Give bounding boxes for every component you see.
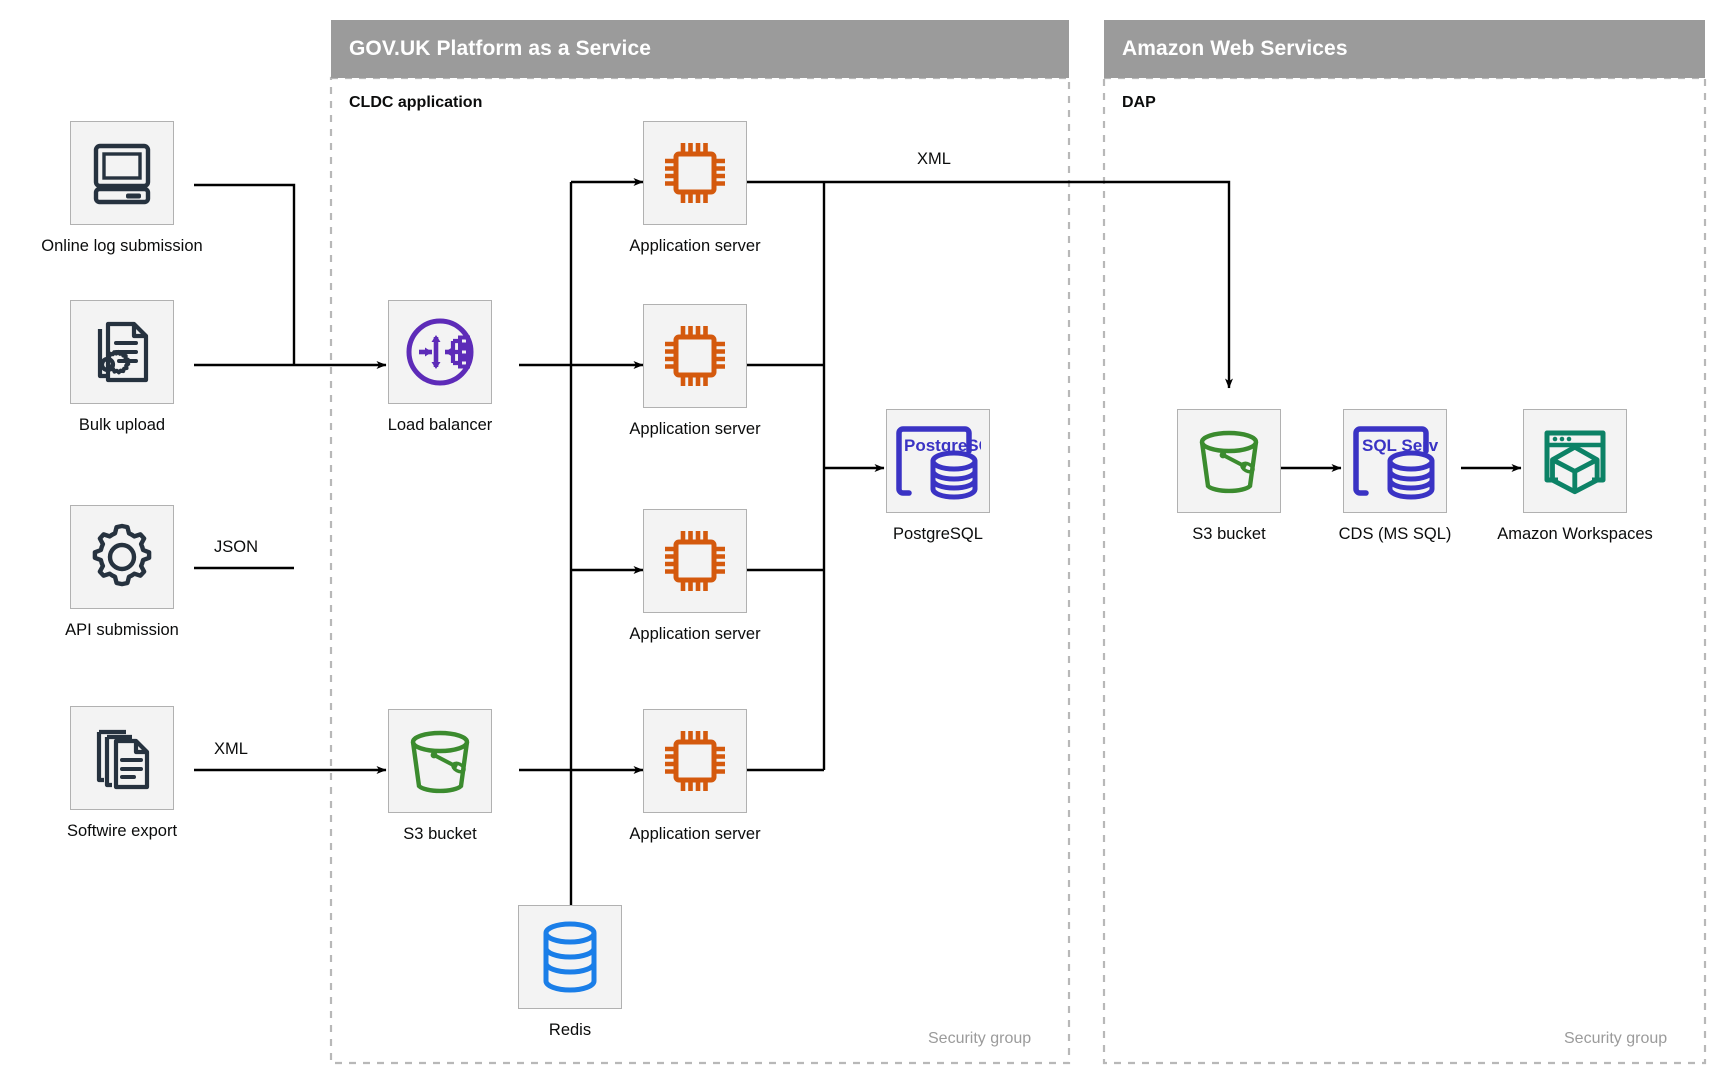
node-online-log-submission[interactable]: Online log submission	[41, 121, 203, 255]
cpu-chip-icon	[665, 143, 725, 203]
cds-ms-sql-label: CDS (MS SQL)	[1338, 525, 1452, 543]
aws-security-group-label: Security group	[1564, 1030, 1668, 1047]
app-server-4-label: Application server	[629, 825, 761, 843]
svg-text:SQL Server: SQL Server	[1362, 436, 1438, 455]
postgresql-database-icon: PostgreSQL	[896, 426, 981, 500]
online-log-submission-label: Online log submission	[41, 237, 203, 255]
load-balancer-tile	[388, 300, 492, 404]
aws-security-group-boundary	[1102, 76, 1707, 1065]
node-load-balancer[interactable]: Load balancer	[388, 300, 492, 434]
paas-subgroup-label: CLDC application	[349, 94, 483, 111]
app-server-2-label: Application server	[629, 420, 761, 438]
redis-tile	[518, 905, 622, 1009]
documents-stack-icon	[96, 729, 150, 790]
sql-server-database-icon: SQL Server	[1353, 426, 1438, 500]
node-postgresql[interactable]: PostgreSQL PostgreSQL	[886, 409, 990, 543]
app-server-3-label: Application server	[629, 625, 761, 643]
node-s3-bucket-paas[interactable]: S3 bucket	[388, 709, 492, 843]
cpu-chip-icon	[665, 326, 725, 386]
s3-bucket-icon	[410, 730, 470, 794]
desktop-computer-icon	[93, 143, 151, 205]
aws-group-header: Amazon Web Services	[1104, 20, 1705, 78]
workspaces-cube-icon	[1544, 430, 1606, 495]
softwire-export-label: Softwire export	[66, 822, 178, 840]
api-submission-label: API submission	[65, 621, 179, 639]
app-server-1-label: Application server	[629, 237, 761, 255]
s3-bucket-paas-tile	[388, 709, 492, 813]
node-s3-bucket-aws[interactable]: S3 bucket	[1177, 409, 1281, 543]
s3-bucket-icon	[1199, 430, 1259, 494]
node-cds-ms-sql[interactable]: SQL Server CDS (MS SQL)	[1339, 409, 1451, 543]
amazon-workspaces-label: Amazon Workspaces	[1497, 525, 1653, 543]
node-api-submission[interactable]: API submission	[65, 505, 179, 639]
app-server-3-tile	[643, 509, 747, 613]
app-server-1-tile	[643, 121, 747, 225]
postgresql-label: PostgreSQL	[893, 525, 983, 543]
paas-security-group-label: Security group	[928, 1030, 1032, 1047]
document-gear-icon	[97, 321, 149, 383]
bulk-upload-tile	[70, 300, 174, 404]
node-app-server-1[interactable]: Application server	[629, 121, 761, 255]
load-balancer-icon	[406, 318, 474, 386]
xml-edge-label-appserver: XML	[917, 150, 951, 168]
load-balancer-label: Load balancer	[387, 416, 493, 434]
paas-group-header: GOV.UK Platform as a Service	[331, 20, 1069, 78]
s3-bucket-aws-tile	[1177, 409, 1281, 513]
api-submission-tile	[70, 505, 174, 609]
redis-label: Redis	[548, 1021, 592, 1039]
xml-edge-label-softwire: XML	[214, 740, 248, 758]
s3-bucket-paas-label: S3 bucket	[403, 825, 477, 843]
bulk-upload-label: Bulk upload	[78, 416, 166, 434]
postgresql-tile: PostgreSQL	[886, 409, 990, 513]
s3-bucket-aws-label: S3 bucket	[1192, 525, 1266, 543]
node-softwire-export[interactable]: Softwire export	[67, 706, 177, 840]
amazon-workspaces-tile	[1523, 409, 1627, 513]
cpu-chip-icon	[665, 531, 725, 591]
svg-text:PostgreSQL: PostgreSQL	[904, 436, 981, 455]
node-app-server-3[interactable]: Application server	[629, 509, 761, 643]
cpu-chip-icon	[665, 731, 725, 791]
node-bulk-upload[interactable]: Bulk upload	[70, 300, 174, 434]
node-app-server-2[interactable]: Application server	[629, 304, 761, 438]
online-log-submission-tile	[70, 121, 174, 225]
node-redis[interactable]: Redis	[518, 905, 622, 1039]
gear-icon	[92, 523, 152, 587]
node-app-server-4[interactable]: Application server	[629, 709, 761, 843]
softwire-export-tile	[70, 706, 174, 810]
redis-database-icon	[543, 921, 597, 993]
node-amazon-workspaces[interactable]: Amazon Workspaces	[1497, 409, 1653, 543]
paas-security-group-boundary	[329, 76, 1071, 1065]
cds-ms-sql-tile: SQL Server	[1343, 409, 1447, 513]
json-edge-label: JSON	[214, 538, 259, 556]
app-server-4-tile	[643, 709, 747, 813]
aws-subgroup-label: DAP	[1122, 94, 1156, 111]
app-server-2-tile	[643, 304, 747, 408]
